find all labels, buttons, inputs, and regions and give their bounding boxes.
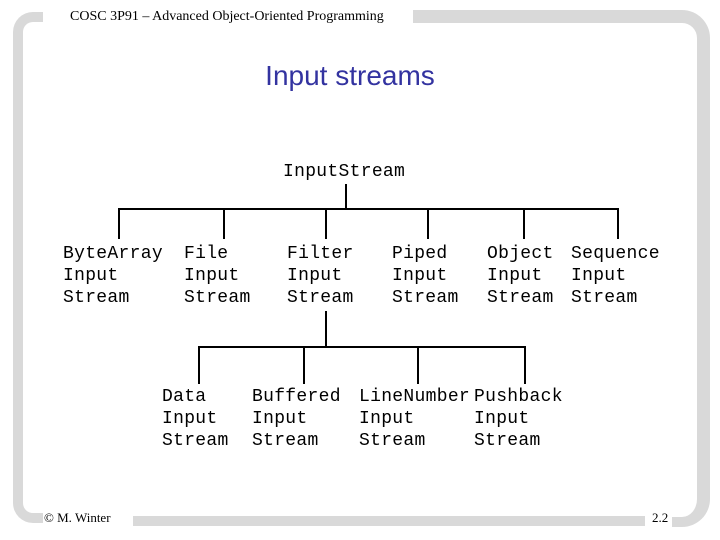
connector-root-vertical — [345, 184, 347, 209]
connector-drop-file — [223, 208, 225, 239]
footer-bar-decoration — [133, 516, 645, 526]
connector-drop-piped — [427, 208, 429, 239]
connector-drop-object — [523, 208, 525, 239]
connector-drop-linenumber — [417, 346, 419, 384]
connector-drop-buffered — [303, 346, 305, 384]
tree-node-sequenceinputstream: Sequence Input Stream — [571, 244, 660, 308]
tree-node-bytearrayinputstream: ByteArray Input Stream — [63, 244, 163, 308]
page-title: Input streams — [265, 60, 435, 91]
tree-node-bufferedinputstream: Buffered Input Stream — [252, 387, 341, 451]
tree-node-objectinputstream: Object Input Stream — [487, 244, 554, 308]
tree-node-datainputstream: Data Input Stream — [162, 387, 229, 451]
tree-root-node: InputStream — [283, 162, 406, 182]
connector-drop-pushback — [524, 346, 526, 384]
left-bracket-decoration — [13, 12, 43, 523]
tree-node-fileinputstream: File Input Stream — [184, 244, 251, 308]
tree-node-linenumberinputstream: LineNumber Input Stream — [359, 387, 471, 451]
connector-rail-level1 — [118, 208, 619, 210]
course-header: COSC 3P91 – Advanced Object-Oriented Pro… — [70, 9, 384, 24]
connector-drop-filter — [325, 208, 327, 239]
connector-filter-vertical — [325, 311, 327, 348]
tree-node-pushbackinputstream: Pushback Input Stream — [474, 387, 563, 451]
tree-node-filterinputstream: Filter Input Stream — [287, 244, 354, 308]
connector-drop-data — [198, 346, 200, 384]
page-number: 2.2 — [652, 510, 669, 525]
connector-drop-bytearray — [118, 208, 120, 239]
tree-node-pipedinputstream: Piped Input Stream — [392, 244, 459, 308]
connector-drop-sequence — [617, 208, 619, 239]
connector-rail-level2 — [198, 346, 526, 348]
copyright-text: © M. Winter — [44, 510, 111, 525]
